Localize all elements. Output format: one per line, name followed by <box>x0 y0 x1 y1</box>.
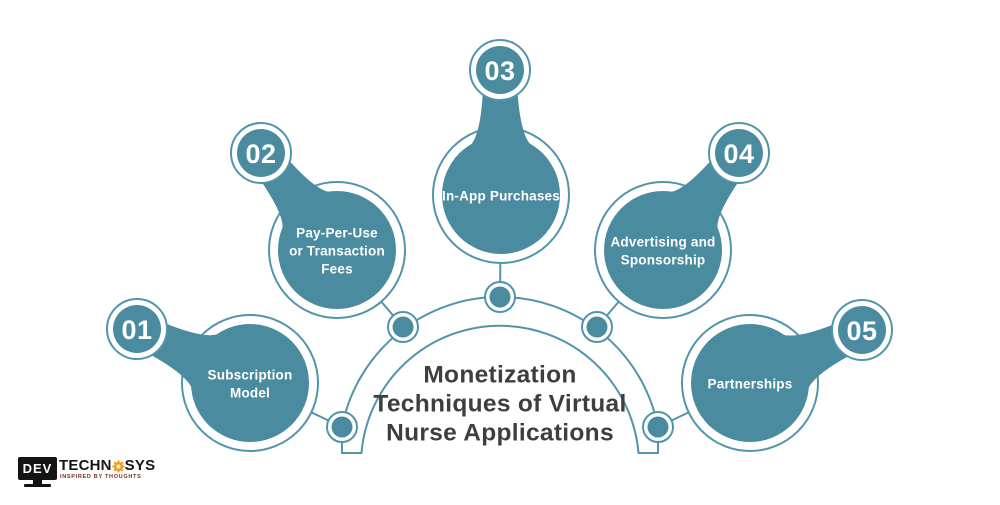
node-dot-04 <box>586 316 608 338</box>
node-dot-05 <box>647 416 669 438</box>
item-01-number: 01 <box>121 315 152 345</box>
logo-monitor-icon: DEV <box>18 457 57 480</box>
logo-word-left: TECHN <box>59 457 112 474</box>
title-line2: Techniques of Virtual <box>373 391 626 418</box>
item-04: 04 Advertising and Sponsorship <box>594 122 770 319</box>
logo-box-text: DEV <box>22 461 53 476</box>
item-05-number: 05 <box>846 316 877 346</box>
item-02-label-line1: Pay-Per-Use <box>296 226 378 241</box>
item-03-tail <box>470 84 531 146</box>
arc-nodes <box>326 281 674 443</box>
node-dot-01 <box>331 416 353 438</box>
item-02-number: 02 <box>245 139 276 169</box>
item-05: 05 Partnerships <box>681 299 893 452</box>
item-04-circle <box>604 191 722 309</box>
item-03-label-line1: In-App Purchases <box>442 189 560 204</box>
item-02-badge <box>237 129 285 177</box>
logo-monitor-base <box>24 484 51 487</box>
arc-band <box>341 295 659 454</box>
item-01: 01 Subscription Model <box>106 298 319 452</box>
item-05-badge <box>838 306 886 354</box>
title-line1: Monetization <box>423 362 576 389</box>
logo-word-right: SYS <box>124 457 156 474</box>
center-title: Monetization Techniques of Virtual Nurse… <box>373 362 626 447</box>
gear-icon <box>111 459 125 473</box>
node-dot-02 <box>392 316 414 338</box>
item-03-circle <box>442 136 560 254</box>
logo-tagline: INSPIRED BY THOUGHTS <box>60 474 142 480</box>
item-02: 02 Pay-Per-Use or Transaction Fees <box>230 122 406 319</box>
item-03-number: 03 <box>484 56 515 86</box>
node-dot-03 <box>489 286 511 308</box>
logo-monitor-stand <box>33 480 42 484</box>
item-04-number: 04 <box>723 139 754 169</box>
item-02-label-line3: Fees <box>321 262 353 277</box>
item-03-badge <box>476 46 524 94</box>
item-05-circle <box>691 324 809 442</box>
item-05-label-line1: Partnerships <box>708 377 793 392</box>
item-01-badge <box>113 305 161 353</box>
logo-wordmark: TECHN SYS <box>59 457 155 474</box>
title-line3: Nurse Applications <box>386 420 614 447</box>
item-02-label-line2: or Transaction <box>289 244 385 259</box>
logo: DEV TECHN SYS INSPIRED BY THOUGHTS <box>18 455 155 495</box>
item-01-label-line1: Subscription <box>208 368 293 383</box>
item-04-label-line1: Advertising and <box>610 235 715 250</box>
item-03: 03 In-App Purchases <box>432 39 570 264</box>
item-01-circle <box>191 324 309 442</box>
item-01-label-line2: Model <box>230 386 270 401</box>
item-04-badge <box>715 129 763 177</box>
item-04-label-line2: Sponsorship <box>621 253 706 268</box>
item-02-circle <box>278 191 396 309</box>
